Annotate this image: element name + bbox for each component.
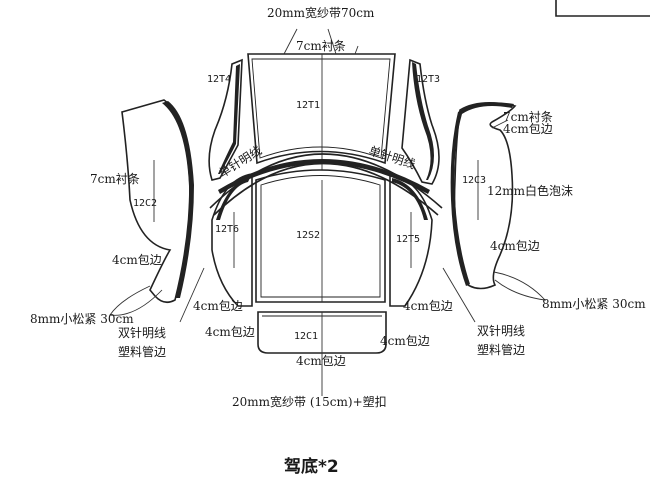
label-right-mid-wrap: 4cm包边 [403,299,453,313]
piece-12T6 [211,173,253,307]
label-right-wrap-mid: 4cm包边 [490,239,540,253]
label-left-elastic: 8mm小松紧 30cm [30,312,134,326]
label-left-bottom-wrap: 4cm包边 [205,325,255,339]
code-12S2: 12S2 [296,230,320,241]
piece-12T1 [247,28,396,170]
label-right-plastic-edge: 塑料管边 [477,342,525,357]
piece-12C1 [257,311,387,396]
code-12T3: 12T3 [416,74,440,85]
label-right-strip: 7cm衬条 [503,110,553,124]
label-right-double-stitch: 双针明线 [477,323,525,338]
label-left-mid-wrap: 4cm包边 [193,299,243,313]
label-right-wrap-top: 4cm包边 [503,122,553,136]
piece-12T4 [208,58,243,181]
label-left-strip: 7cm衬条 [90,172,140,186]
label-left-wrap: 4cm包边 [112,253,162,267]
label-top-strip: 7cm衬条 [296,39,346,53]
piece-12C3 [450,102,547,301]
code-12C3: 12C3 [462,175,486,186]
label-bottom-band: 20mm宽纱带 (15cm)+塑扣 [232,394,387,409]
piece-12S2 [255,169,386,303]
label-left-double-stitch: 双针明线 [118,325,166,340]
piece-12T3 [401,58,440,185]
label-right-elastic: 8mm小松紧 30cm [542,297,646,311]
code-12T1: 12T1 [296,100,320,111]
piece-12T5 [389,173,433,307]
code-12T5: 12T5 [396,234,420,245]
code-12C2: 12C2 [133,198,157,209]
label-bottom-wrap: 4cm包边 [296,354,346,368]
leader-lines [179,119,509,323]
diagram-title: 驾底*2 [284,456,339,477]
label-right-bottom-wrap: 4cm包边 [380,334,430,348]
label-top-band: 20mm宽纱带70cm [267,5,375,20]
label-left-plastic-edge: 塑料管边 [118,344,166,359]
code-12T4: 12T4 [207,74,231,85]
code-12T6: 12T6 [215,224,239,235]
label-foam: 12mm白色泡沫 [487,183,573,198]
corner-frame [555,0,650,17]
piece-12C2 [109,99,194,316]
code-12C1: 12C1 [294,331,318,342]
